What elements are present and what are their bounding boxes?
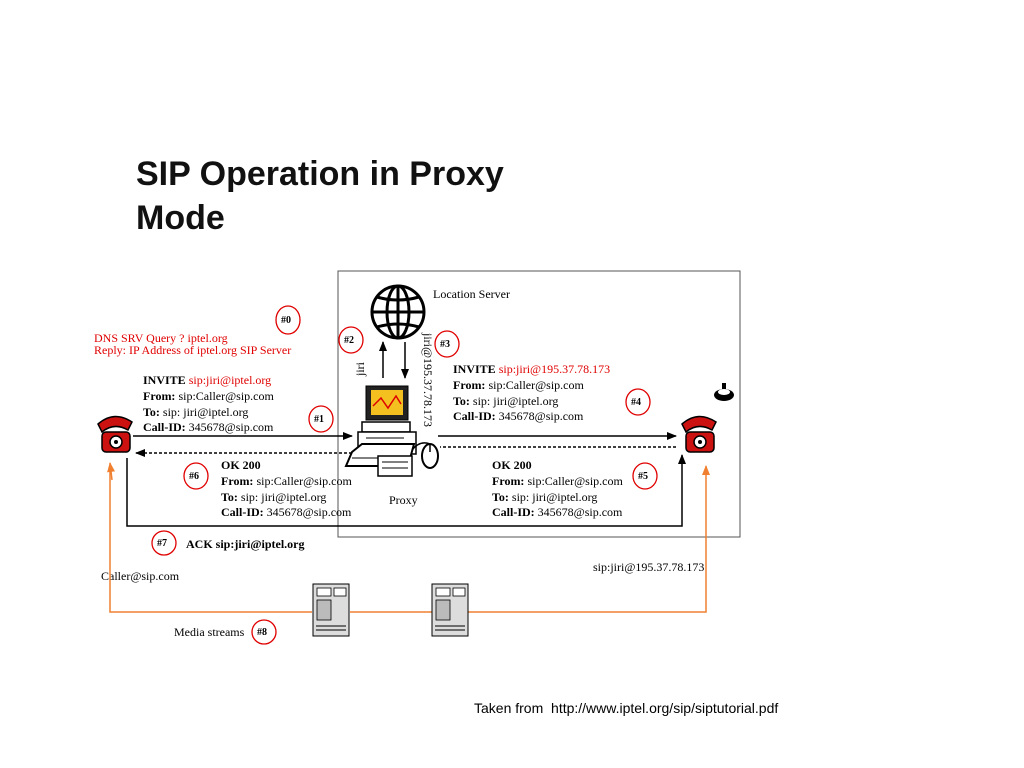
svg-text:#1: #1: [314, 414, 324, 425]
media-streams-label: Media streams: [174, 625, 245, 639]
svg-text:OK 200: OK 200: [492, 458, 532, 472]
dns-query-text: DNS SRV Query ? iptel.org: [94, 331, 228, 345]
svg-text:#3: #3: [440, 339, 450, 350]
dns-reply-text: Reply: IP Address of iptel.org SIP Serve…: [94, 343, 291, 357]
step-badge-3: #3: [434, 330, 460, 358]
step-badge-5: #5: [632, 462, 658, 490]
step-badge-2: #2: [338, 326, 364, 354]
phone-icon: [681, 415, 717, 453]
bell-icon: [714, 383, 734, 401]
ok-response-2: OK 200 From: sip:Caller@sip.com To: sip:…: [492, 458, 623, 519]
svg-text:To: sip: jiri@iptel.org: To: sip: jiri@iptel.org: [143, 405, 248, 419]
svg-text:#0: #0: [281, 315, 291, 326]
svg-text:Call-ID: 345678@sip.com: Call-ID: 345678@sip.com: [143, 420, 274, 434]
svg-text:To: sip: jiri@iptel.org: To: sip: jiri@iptel.org: [221, 490, 326, 504]
proxy-domain-box: [337, 270, 741, 538]
step-badge-0: #0: [275, 305, 301, 335]
svg-text:#7: #7: [157, 538, 167, 549]
media-line-right: [468, 465, 710, 613]
location-server-label: Location Server: [433, 287, 510, 301]
ack-message: ACK sip:jiri@iptel.org: [186, 537, 304, 551]
server-icon: [312, 583, 350, 637]
invite-message-1: INVITE sip:jiri@iptel.org From: sip:Call…: [143, 373, 274, 434]
title-line-1: SIP Operation in Proxy: [136, 155, 504, 193]
svg-text:To: sip: jiri@iptel.org: To: sip: jiri@iptel.org: [453, 394, 558, 408]
media-arrow-left: [107, 462, 116, 481]
svg-text:#6: #6: [189, 471, 199, 482]
globe-icon: [370, 284, 426, 340]
svg-text:#5: #5: [638, 471, 648, 482]
svg-text:Call-ID: 345678@sip.com: Call-ID: 345678@sip.com: [453, 409, 584, 423]
svg-text:#8: #8: [257, 627, 267, 638]
vertical-address-label: jiri@195.37.78.173: [421, 332, 435, 427]
step-badge-7: #7: [151, 530, 177, 556]
svg-text:Call-ID: 345678@sip.com: Call-ID: 345678@sip.com: [221, 505, 352, 519]
arrow-ack: [126, 454, 686, 527]
title-line-2: Mode: [136, 199, 225, 237]
svg-text:#4: #4: [631, 397, 641, 408]
callee-address: sip:jiri@195.37.78.173: [593, 560, 704, 574]
step-badge-6: #6: [183, 462, 209, 490]
source-citation: Taken from http://www.iptel.org/sip/sipt…: [474, 700, 779, 716]
caller-address: Caller@sip.com: [101, 569, 180, 583]
vertical-jiri-label: jiri: [353, 361, 367, 377]
svg-text:OK 200: OK 200: [221, 458, 261, 472]
svg-text:From: sip:Caller@sip.com: From: sip:Caller@sip.com: [143, 389, 274, 403]
svg-text:INVITE sip:jiri@iptel.org: INVITE sip:jiri@iptel.org: [143, 373, 271, 387]
svg-text:From: sip:Caller@sip.com: From: sip:Caller@sip.com: [453, 378, 584, 392]
step-badge-8: #8: [251, 619, 277, 645]
svg-text:Call-ID: 345678@sip.com: Call-ID: 345678@sip.com: [492, 505, 623, 519]
svg-text:From: sip:Caller@sip.com: From: sip:Caller@sip.com: [492, 474, 623, 488]
step-badge-1: #1: [308, 405, 334, 433]
invite-message-2: INVITE sip:jiri@195.37.78.173 From: sip:…: [453, 362, 610, 423]
svg-text:INVITE sip:jiri@195.37.78.173: INVITE sip:jiri@195.37.78.173: [453, 362, 610, 376]
server-icon: [431, 583, 469, 637]
svg-text:#2: #2: [344, 335, 354, 346]
proxy-label: Proxy: [389, 493, 418, 507]
svg-text:To: sip: jiri@iptel.org: To: sip: jiri@iptel.org: [492, 490, 597, 504]
phone-icon: [97, 415, 133, 453]
page-title: SIP Operation in Proxy Mode: [136, 152, 504, 240]
media-line-left: [109, 466, 312, 613]
computer-icon: [344, 385, 439, 477]
step-badge-4: #4: [625, 388, 651, 416]
svg-text:From: sip:Caller@sip.com: From: sip:Caller@sip.com: [221, 474, 352, 488]
ok-response-1: OK 200 From: sip:Caller@sip.com To: sip:…: [221, 458, 352, 519]
